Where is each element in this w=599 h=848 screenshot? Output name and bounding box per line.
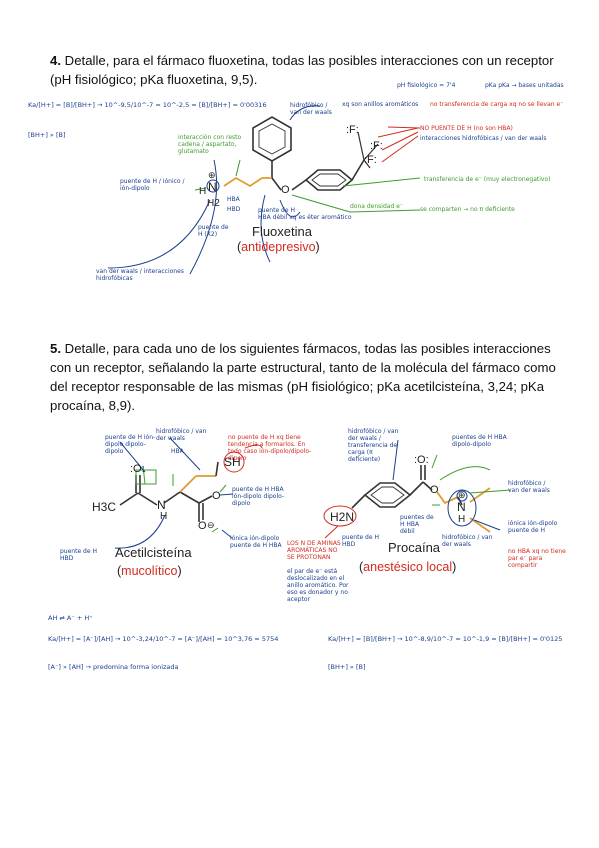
positive-charge-icon: ⊕: [208, 170, 216, 180]
note-interacciones-f: interacciones hidrofóbicas / van der waa…: [420, 135, 547, 142]
note-acetyl-puente-hba: puente de H ión-dipolo dipolo-dipolo: [105, 434, 156, 455]
note-densidad: dona densidad e⁻: [350, 203, 404, 210]
fluorine-2: :F:: [370, 140, 383, 152]
carbonyl-oxygen: :O:: [130, 463, 145, 475]
note-acetyl-ionica: iónica ión-dipolo puente de H HBA: [230, 535, 282, 549]
negative-charge-icon: ⊖: [207, 520, 215, 530]
procaine-hydrogen: H: [458, 514, 466, 525]
nitrogen-atom: N: [208, 180, 217, 194]
note-puente-hbd: puente de H (X2): [198, 224, 229, 238]
note-proc-par: el par de e⁻ está deslocalizado en el an…: [287, 568, 349, 603]
note-puente-ionico: puente de H / iónico / ión-dipolo: [120, 178, 185, 192]
note-proc-vdw: hidrofóbico / van der waals / transferen…: [348, 428, 399, 463]
drug-name-procaina: Procaína: [388, 540, 441, 555]
note-puente-f: NO PUENTE DE H (no son HBA): [420, 125, 513, 132]
note-vdw-bottom: van der waals / interacciones hidrofóbic…: [96, 268, 184, 282]
note-aromatico: xq son anillos aromáticos: [342, 101, 419, 108]
note-hba-debil: HBA débil xq es éter aromático: [258, 214, 352, 221]
procaina-equation: Ka/[H+] = [B]/[BH+] → 10^-8,9/10^-7 = 10…: [328, 635, 563, 643]
note-acetyl-no-puente: no puente de H xq tiene tendencia a form…: [228, 434, 312, 462]
procaine-nitrogen: N: [457, 500, 466, 514]
drug-class-q4: (antidepresivo): [237, 240, 320, 254]
oxygen-atom: O: [281, 184, 290, 196]
note-transferencia: no transferencia de carga xq no se lleva…: [430, 101, 564, 108]
drug-name-fluoxetina: Fluoxetina: [252, 224, 312, 239]
note-transferencia-e: transferencia de e⁻ (muy electronegativo…: [424, 176, 551, 183]
drug-class-procaina: (anestésico local): [359, 560, 457, 574]
amine-group: H2N: [330, 510, 355, 524]
thiol-group: SH: [224, 455, 241, 469]
note-compiten: se comparten → no π deficiente: [420, 206, 515, 213]
amide-nitrogen: N: [157, 498, 166, 512]
ph-note: pH fisiológico = 7'4: [397, 82, 456, 89]
pka-note: pKa pKa → bases unitadas: [485, 82, 564, 89]
fluorine-3: :F:: [364, 154, 377, 166]
carboxyl-oxygen-2: O: [198, 520, 207, 532]
amide-hydrogen: H: [160, 511, 168, 522]
note-cadena: interacción con resto cadena / aspartato…: [178, 134, 242, 155]
hydrogen-2: H2: [207, 198, 220, 209]
question-number: 4.: [50, 53, 61, 68]
note-proc-hidrofobico-r: hidrofóbico / van der waals: [508, 480, 550, 494]
note-proc-puente-hba: puentes de H HBA dipolo-dipolo: [452, 434, 507, 448]
drug-class-acetyl: (mucolítico): [117, 564, 182, 578]
question-text: Detalle, para cada uno de los siguientes…: [50, 341, 556, 413]
question-5: 5. Detalle, para cada uno de los siguien…: [50, 339, 560, 415]
procaina-conclusion: [BH+] » [B]: [328, 663, 366, 671]
acetyl-conclusion: [A⁻] » [AH] → predomina forma ionizada: [48, 663, 179, 671]
note-acetyl-puente-o: puente de H HBA ión-dipolo dipolo-dipolo: [232, 486, 285, 507]
note-proc-aminas: LOS N DE AMINAS AROMÁTICAS NO SE PROTONA…: [287, 540, 341, 561]
note-proc-ionica: iónica ión-dipolo puente de H: [508, 520, 558, 534]
question-number: 5.: [50, 341, 61, 356]
question-4: 4. Detalle, para el fármaco fluoxetina, …: [50, 51, 560, 89]
note-proc-hidrofobico-b: hidrofóbico / van der waals: [442, 534, 493, 548]
acetyl-equation: Ka/[H+] = [A⁻]/[AH] → 10^-3,24/10^-7 = […: [48, 635, 279, 643]
procaine-positive-charge-icon: ⊕: [458, 490, 466, 500]
procaine-ester-oxygen: O: [430, 484, 439, 496]
carboxyl-oxygen-1: O: [212, 490, 221, 502]
note-hidrofobico: hidrofóbico / van der waals: [290, 102, 332, 116]
methyl-group: H3C: [92, 500, 117, 514]
note-hba: HBA: [227, 196, 240, 203]
drug-name-acetilcisteina: Acetilcisteína: [115, 545, 192, 560]
note-proc-no-hba: no HBA xq no tiene par e⁻ para compartir: [508, 548, 566, 569]
note-proc-hba-debil: puentes de H HBA débil: [400, 514, 434, 535]
note-acetyl-puente-hbd: puente de H HBD: [60, 548, 97, 562]
procaine-carbonyl-oxygen: :O:: [414, 454, 429, 466]
equation-q4: Ka/[H+] = [B]/[BH+] → 10^-9,5/10^-7 = 10…: [28, 101, 267, 109]
hydrogen-atom: H: [199, 186, 207, 197]
question-text: Detalle, para el fármaco fluoxetina, tod…: [50, 53, 554, 87]
acetyl-reaction: AH ⇌ A⁻ + H⁺: [48, 614, 93, 622]
fluorine-1: :F:: [346, 124, 359, 136]
note-acetyl-hba: HBA: [171, 448, 184, 455]
note-hbd: HBD: [227, 206, 241, 213]
note-puente-o: puente de H: [258, 207, 295, 214]
conclusion-q4: [BH+] » [B]: [28, 131, 66, 139]
note-acetyl-hidrofobico: hidrofóbico / van der waals: [156, 428, 207, 442]
note-proc-puente-hbd: puente de H HBD: [342, 534, 379, 548]
